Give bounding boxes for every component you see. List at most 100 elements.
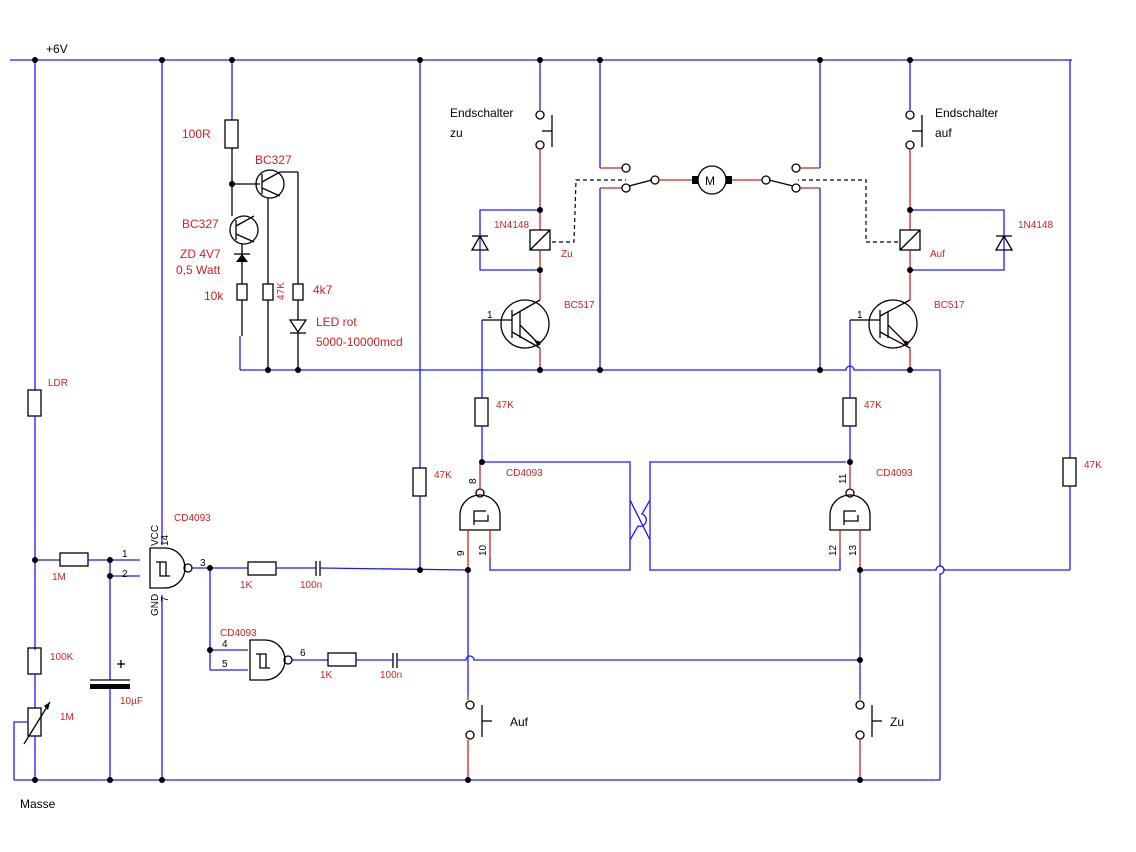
capacitor-plate [90, 684, 130, 689]
zener-diode [236, 254, 248, 262]
transistor-emitter [511, 331, 541, 349]
relay-link-dashed [798, 179, 898, 243]
pin-label: 11 [838, 473, 849, 484]
wire [13, 721, 28, 780]
pin-label: 6 [300, 648, 306, 659]
vplus-label: +6V [46, 42, 68, 56]
pin-label: 4 [222, 639, 228, 650]
relay-contact [761, 175, 771, 185]
relay-zu-label: Zu [561, 249, 573, 260]
vcc-label: VCC [150, 525, 161, 546]
resistor-10k-label: 10k [204, 289, 224, 303]
transistor-collector [511, 299, 541, 317]
cap-100n-a-label: 100n [300, 580, 322, 591]
cd4093-main-label: CD4093 [174, 513, 211, 524]
wire [484, 461, 631, 571]
diode-right-label: 1N4148 [1018, 220, 1053, 231]
transistor-collector [879, 299, 911, 317]
resistor-47k-mid [412, 467, 427, 497]
bc517-right-label: BC517 [934, 300, 965, 311]
resistor-47k-right [842, 397, 857, 427]
resistor-47k-small-label: 47K [276, 282, 287, 300]
resistor-47k-far-label: 47K [1084, 460, 1102, 471]
pushbutton-contact [465, 730, 475, 740]
pin-label: 2 [122, 569, 128, 580]
relay-coil-diag [529, 229, 551, 251]
pin-label: 13 [848, 544, 859, 556]
resistor-100k [27, 647, 42, 675]
resistor-1m-label: 1M [52, 572, 66, 583]
button-zu-label: Zu [890, 715, 904, 729]
gate-inverter-bubble [845, 488, 855, 498]
led-mcd-label: 5000-10000mcd [316, 335, 403, 349]
transistor-emitter [235, 215, 255, 227]
pin-label: 1 [487, 310, 493, 321]
diode-1n4148-left [470, 234, 490, 251]
cap-100n-b-label: 100n [380, 670, 402, 681]
nand-gate-left [459, 494, 501, 531]
wire [319, 567, 469, 571]
pin-label: 3 [200, 558, 206, 569]
motor-label: M [705, 174, 715, 188]
resistor-47k-right-label: 47K [864, 400, 882, 411]
pin-label: 12 [828, 544, 839, 556]
resistor-1k-a [247, 561, 277, 576]
resistor-47k-far [1062, 457, 1077, 487]
resistor-47k-left-label: 47K [496, 400, 514, 411]
ldr-label: LDR [48, 378, 68, 389]
resistor-10k [236, 283, 248, 301]
pushbutton-contact [465, 700, 475, 710]
pot-arrow [23, 701, 51, 745]
bc327-b-label: BC327 [182, 217, 219, 231]
resistor-47k-small [262, 283, 274, 301]
wire [397, 655, 860, 661]
relay-contact [621, 183, 631, 193]
wire [479, 209, 540, 271]
pin-label: 8 [468, 478, 479, 484]
pot-1m-label: 1M [60, 712, 74, 723]
endschalter-auf-label: Endschalter [935, 106, 998, 120]
transistor-bc327-b [229, 215, 259, 245]
schmitt-icon [843, 510, 859, 525]
pin-label: 14 [160, 534, 171, 546]
relay-switch-arm [628, 179, 653, 187]
junction-dots [32, 57, 913, 783]
transistor-bc327-a [255, 169, 285, 199]
gnd-label: GND [150, 594, 161, 616]
resistor-1k-b [327, 652, 357, 667]
relay-contact [791, 163, 801, 173]
resistor-100r-label: 100R [182, 127, 211, 141]
gate-inverter-bubble [475, 488, 485, 498]
wire [860, 565, 1070, 571]
resistor-1k-b-label: 1K [320, 670, 333, 681]
pin-label: 10 [478, 544, 489, 556]
relay-link-dashed [552, 179, 626, 243]
transistor-collector [261, 187, 281, 197]
schmitt-icon [473, 510, 489, 525]
wire [649, 461, 846, 571]
zener-label: ZD 4V7 [180, 247, 221, 261]
relay-contact [621, 163, 631, 173]
emitter-arrow [534, 340, 542, 346]
bc327-a-label: BC327 [255, 153, 292, 167]
relay-contact [650, 175, 660, 185]
pin-label: 1 [122, 549, 128, 560]
diode-1n4148-right [994, 234, 1014, 251]
pin-label: 9 [456, 550, 467, 556]
masse-label: Masse [20, 797, 56, 811]
motor-terminal [726, 176, 732, 184]
transistor-collector [235, 233, 255, 243]
pin-label: 1 [857, 310, 863, 321]
pushbutton-contact [855, 730, 865, 740]
cap-10uf-label: 10µF [120, 696, 143, 707]
pot-arrowhead [44, 702, 50, 710]
resistor-1k-a-label: 1K [240, 580, 253, 591]
wire [910, 209, 1005, 271]
transistor-ground-wire [240, 365, 945, 780]
resistor-47k-left [474, 397, 489, 427]
limit-switch-contact [535, 110, 545, 120]
transistor-bc517-left [500, 299, 550, 349]
cd4093-right-label: CD4093 [876, 468, 913, 479]
emitter-arrow [902, 340, 910, 346]
